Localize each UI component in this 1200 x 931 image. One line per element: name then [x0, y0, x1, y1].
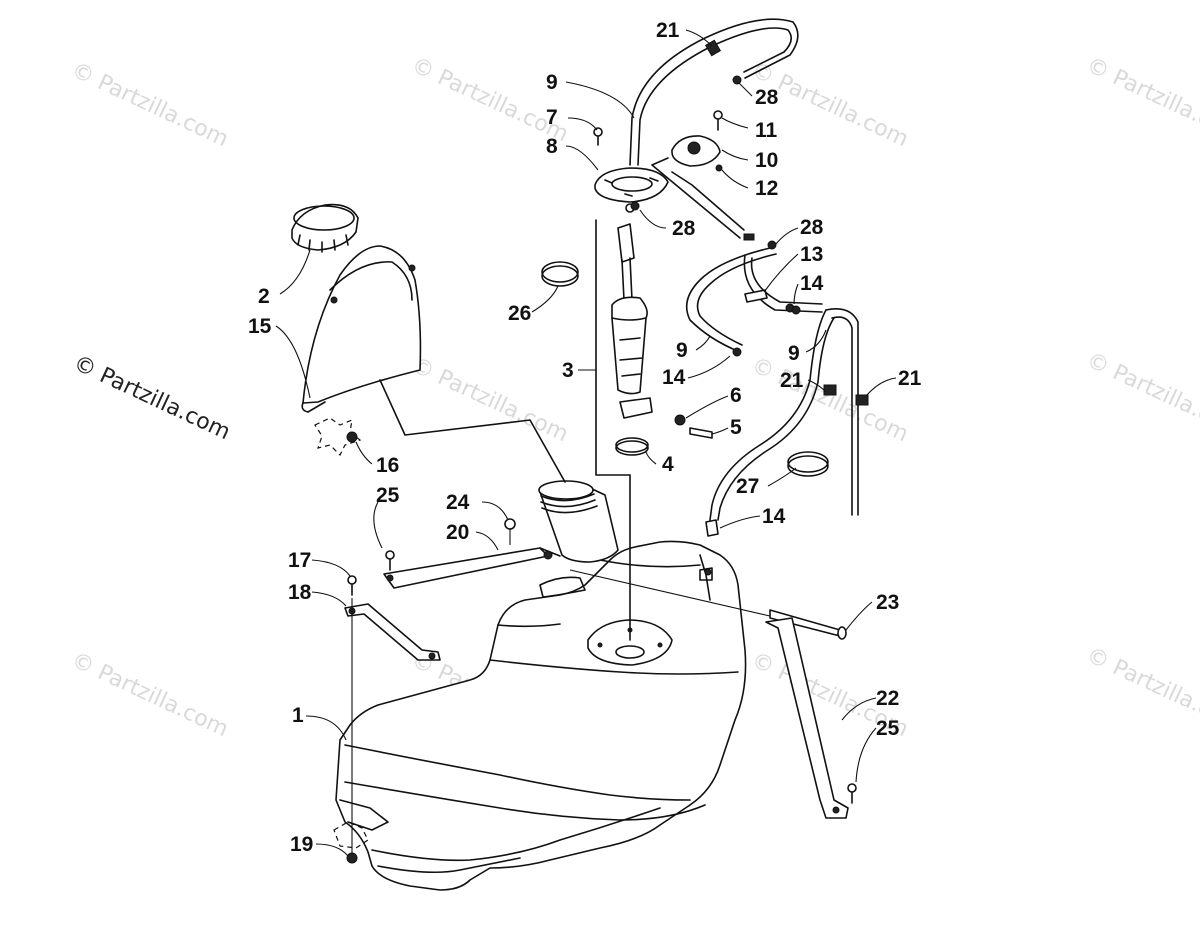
callout-10: 10 — [755, 149, 778, 172]
part-26-clamp — [541, 261, 579, 287]
callout-28-right: 28 — [800, 216, 824, 239]
callout-18: 18 — [288, 581, 312, 604]
part-16-star-washer — [314, 417, 362, 457]
callout-3: 3 — [562, 359, 574, 382]
callout-5: 5 — [730, 416, 742, 439]
part-15-shroud — [301, 245, 422, 413]
callout-19: 19 — [290, 833, 313, 856]
part-9-hose-top — [629, 18, 799, 166]
watermark-main: © Partzilla.com — [69, 351, 233, 445]
callout-27: 27 — [736, 475, 759, 498]
callout-20: 20 — [446, 521, 469, 544]
part-18-bracket — [344, 575, 441, 661]
part-10-valve — [671, 110, 723, 172]
callout-9-top: 9 — [546, 71, 558, 94]
callout-11: 11 — [755, 119, 778, 142]
callout-14-middle: 14 — [662, 366, 686, 389]
watermark-faint: © Partzilla.com — [407, 353, 571, 447]
part-9-hose-middle — [685, 240, 777, 357]
part-21-hose-long — [704, 308, 869, 576]
callout-6: 6 — [730, 384, 742, 407]
callout-9-right: 9 — [788, 342, 800, 365]
part-20-strap — [383, 518, 561, 589]
callout-13: 13 — [800, 243, 823, 266]
watermark-faint: © Partzilla.com — [1082, 348, 1200, 442]
callout-25-lower: 25 — [876, 717, 900, 740]
part-23-rod — [569, 569, 847, 640]
part-2-fuel-cap — [291, 203, 359, 253]
part-3-fuel-pump — [595, 203, 713, 641]
watermark-faint: © Partzilla.com — [67, 648, 231, 742]
filler-neck — [538, 480, 619, 563]
callout-labels: 21 9 28 7 11 8 10 12 28 28 13 2 14 15 26… — [248, 19, 922, 856]
vent-line — [630, 157, 755, 241]
part-22-bracket — [765, 617, 857, 819]
callout-7: 7 — [546, 106, 558, 129]
watermark-faint: © Partzilla.com — [1082, 643, 1200, 737]
watermark-faint: © Partzilla.com — [747, 353, 911, 447]
callout-2: 2 — [258, 285, 270, 308]
callout-4: 4 — [662, 453, 674, 476]
callout-15: 15 — [248, 315, 272, 338]
parts-layer — [291, 18, 869, 891]
part-27-clamp — [787, 451, 829, 477]
callout-28-top: 28 — [755, 86, 779, 109]
watermark-faint: © Partzilla.com — [407, 53, 571, 147]
callout-14-lower: 14 — [762, 505, 786, 528]
callout-24: 24 — [446, 491, 470, 514]
watermark-faint: © Partzilla.com — [67, 58, 231, 152]
leader-lines — [275, 29, 897, 857]
callout-21-top: 21 — [656, 19, 680, 42]
callout-21-middle: 21 — [780, 369, 804, 392]
part-8-lock-ring — [594, 167, 669, 203]
part-19-washer — [333, 821, 369, 864]
callout-14-upper: 14 — [800, 272, 824, 295]
callout-12: 12 — [755, 177, 778, 200]
callout-8: 8 — [546, 135, 558, 158]
callout-25-upper: 25 — [376, 484, 400, 507]
part-9-hose-right — [743, 254, 823, 315]
part-1-fuel-tank — [335, 540, 747, 891]
callout-21-right: 21 — [898, 367, 922, 390]
part-4-oring — [615, 437, 649, 456]
callout-9-middle: 9 — [676, 339, 688, 362]
callout-26: 26 — [508, 302, 531, 325]
callout-22: 22 — [876, 687, 899, 710]
watermark-faint: © Partzilla.com — [1082, 53, 1200, 147]
part-7-screw — [593, 127, 603, 146]
callout-23: 23 — [876, 591, 899, 614]
callout-17: 17 — [288, 549, 311, 572]
callout-28-middle: 28 — [672, 217, 696, 240]
callout-1: 1 — [292, 704, 304, 727]
assembly-line-cover — [379, 379, 566, 483]
callout-16: 16 — [376, 454, 399, 477]
